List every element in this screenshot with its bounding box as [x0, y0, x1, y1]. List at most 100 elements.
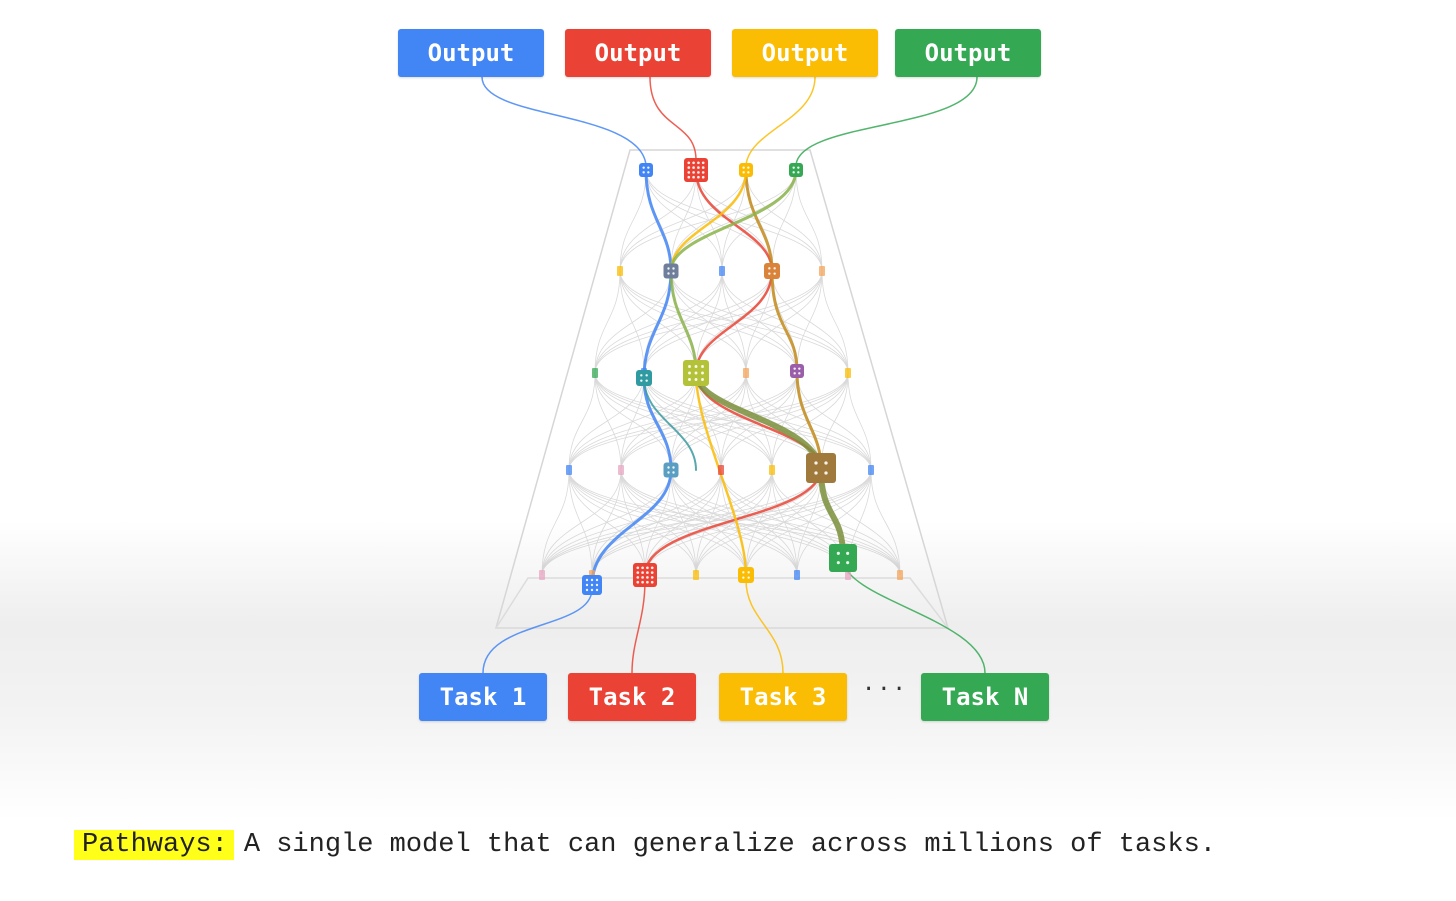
node-dot: [640, 374, 643, 377]
node-dot: [636, 566, 640, 570]
node-dot: [687, 171, 691, 174]
web-link: [541, 469, 822, 576]
node-dot: [672, 466, 675, 469]
node-dot: [641, 566, 644, 570]
web-link: [541, 469, 570, 576]
web-link: [620, 469, 646, 576]
small-node: [769, 465, 775, 475]
node-dot: [667, 471, 670, 474]
web-link: [720, 372, 849, 471]
web-link: [847, 372, 872, 471]
small-node: [719, 266, 725, 276]
node-body: [806, 453, 836, 483]
node-dot: [742, 576, 745, 579]
node-dot: [793, 367, 796, 370]
node-dot: [694, 378, 698, 381]
node-dot: [667, 267, 670, 270]
web-link: [541, 469, 622, 576]
node-dot: [640, 379, 643, 382]
node-dot: [814, 471, 818, 475]
node-dot: [585, 583, 589, 587]
node-l3-b: [683, 360, 709, 386]
node-dot: [742, 166, 745, 169]
node-dot: [636, 576, 640, 579]
node-dot: [650, 576, 654, 579]
web-link: [541, 469, 872, 576]
web-link: [821, 270, 849, 374]
node-top-green: [789, 163, 803, 177]
node-top-yellow: [739, 163, 753, 177]
node-dot: [590, 578, 594, 582]
task-link-3: [745, 579, 784, 674]
node-dot: [667, 466, 670, 469]
node-l2-a: [663, 263, 679, 279]
node-dot: [646, 580, 649, 584]
caption: Pathways:A single model that can general…: [74, 826, 1216, 864]
node-dot: [650, 580, 654, 584]
route-olive: [669, 168, 798, 375]
web-link: [721, 270, 849, 374]
node-dot: [672, 272, 675, 275]
node-dot: [692, 161, 695, 165]
small-node: [868, 465, 874, 475]
web-link: [541, 469, 722, 576]
small-nodes: [539, 165, 903, 580]
node-dot: [692, 166, 695, 169]
node-dot: [792, 171, 795, 174]
task-pathways: [481, 76, 986, 674]
web-link: [619, 169, 797, 272]
node-dot: [824, 461, 828, 465]
web-link: [568, 372, 697, 471]
web-link: [771, 169, 797, 272]
node-dot: [595, 578, 599, 582]
web-link: [643, 270, 823, 374]
node-dot: [585, 578, 589, 582]
node-body: [663, 263, 679, 279]
node-dot: [672, 471, 675, 474]
node-body: [684, 158, 708, 182]
node-dot: [590, 588, 594, 592]
output-link-green: [795, 76, 978, 166]
task-box-n: Task N: [921, 673, 1049, 721]
web-link: [594, 270, 621, 374]
web-link: [644, 469, 872, 576]
web-link: [594, 372, 622, 471]
web-link: [870, 469, 901, 576]
node-dot: [747, 571, 750, 574]
node-l4-b: [806, 453, 836, 483]
node-dot: [798, 367, 801, 370]
small-node: [566, 465, 572, 475]
web-link: [541, 469, 773, 576]
output-box-green: Output: [895, 29, 1041, 77]
node-dot: [694, 371, 698, 375]
node-bottom-blue: [582, 575, 602, 595]
web-link: [568, 372, 596, 471]
web-link: [695, 469, 872, 576]
node-top-red: [684, 158, 708, 182]
node-dot: [747, 166, 750, 169]
task-box-1: Task 1: [419, 673, 547, 721]
web-link: [619, 169, 647, 272]
node-dot: [697, 175, 700, 179]
node-dot: [742, 171, 745, 174]
node-dot: [636, 580, 640, 584]
web-link: [568, 469, 593, 576]
node-dot: [692, 171, 695, 174]
node-dot: [701, 175, 705, 179]
node-dot: [647, 166, 650, 169]
route-brown: [744, 168, 823, 470]
output-link-red: [649, 76, 697, 161]
more-tasks-ellipsis: ···: [862, 677, 908, 702]
small-node: [693, 570, 699, 580]
node-bottom-green: [829, 544, 857, 572]
web-link: [796, 270, 823, 374]
node-dot: [650, 566, 654, 570]
node-dot: [687, 166, 691, 169]
node-dot: [701, 171, 705, 174]
task-box-2: Task 2: [568, 673, 696, 721]
small-node: [794, 570, 800, 580]
node-dot: [647, 171, 650, 174]
web-link: [568, 372, 747, 471]
node-dot: [672, 267, 675, 270]
node-dot: [773, 272, 776, 275]
